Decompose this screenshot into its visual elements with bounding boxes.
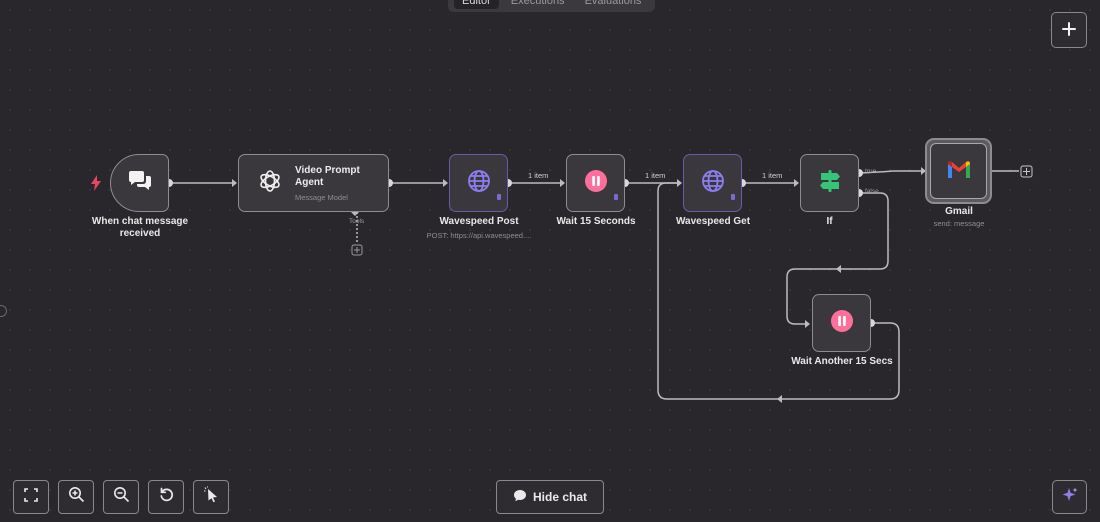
- chat-bubbles-icon: [127, 170, 153, 197]
- reset-zoom-icon: [158, 486, 175, 508]
- zoom-out-button[interactable]: [103, 480, 139, 514]
- hide-chat-button[interactable]: Hide chat: [496, 480, 604, 514]
- tab-editor[interactable]: Editor: [454, 0, 499, 9]
- edge-label-item-count: 1 item: [762, 171, 783, 180]
- video-prompt-agent-node[interactable]: Video Prompt Agent Message Model: [238, 154, 389, 212]
- tidy-up-button[interactable]: [193, 480, 229, 514]
- chat-trigger-node[interactable]: [110, 154, 169, 212]
- wait1-node-label: Wait 15 Seconds: [556, 216, 636, 227]
- reset-zoom-button[interactable]: [148, 480, 184, 514]
- false-port-label: false: [865, 188, 879, 195]
- gmail-node-body: [930, 143, 987, 199]
- openai-icon: [257, 168, 283, 199]
- chat-bubble-icon: [513, 489, 527, 505]
- trigger-bolt-icon: [90, 175, 102, 196]
- post-node-label: Wavespeed Post: [439, 216, 519, 227]
- wait-another-15-node[interactable]: [812, 294, 871, 352]
- tab-executions[interactable]: Executions: [510, 0, 565, 7]
- wavespeed-get-node[interactable]: [683, 154, 742, 212]
- agent-node-title: Video Prompt Agent: [295, 164, 360, 188]
- view-tabs: Editor Executions Evaluations: [448, 0, 656, 12]
- tab-evaluations[interactable]: Evaluations: [584, 0, 642, 7]
- node-status-icon: [730, 188, 736, 206]
- globe-icon: [467, 169, 491, 198]
- ai-assistant-button[interactable]: [1052, 480, 1087, 514]
- wait-15-node[interactable]: [566, 154, 625, 212]
- pause-icon: [584, 169, 608, 198]
- zoom-in-icon: [68, 486, 85, 508]
- tidy-up-icon: [203, 486, 220, 508]
- true-port-label: true: [865, 168, 877, 175]
- wavespeed-post-node[interactable]: [449, 154, 508, 212]
- sparkles-icon: [1061, 484, 1079, 510]
- fit-view-icon: [23, 487, 39, 508]
- edge-label-item-count: 1 item: [528, 171, 549, 180]
- gmail-node[interactable]: [925, 138, 992, 204]
- agent-node-subtitle: Message Model: [295, 192, 348, 202]
- hide-chat-label: Hide chat: [532, 490, 587, 504]
- tools-port-label: Tools: [349, 218, 365, 225]
- node-status-icon: [496, 188, 502, 206]
- trigger-node-label: When chat message received: [91, 216, 189, 239]
- add-node-button[interactable]: [1051, 12, 1087, 48]
- signpost-icon: [817, 168, 843, 199]
- edge-if-true-gmail: [858, 170, 925, 174]
- node-status-icon: [613, 188, 619, 206]
- post-node-subtitle: POST: https://api.wavespeed....: [426, 231, 532, 240]
- gmail-icon: [946, 159, 972, 184]
- if-node[interactable]: [800, 154, 859, 212]
- fit-view-button[interactable]: [13, 480, 49, 514]
- plus-icon: [1061, 17, 1077, 43]
- wait2-node-label: Wait Another 15 Secs: [791, 356, 893, 367]
- get-node-label: Wavespeed Get: [675, 216, 751, 227]
- globe-icon: [701, 169, 725, 198]
- edge-label-item-count: 1 item: [645, 171, 666, 180]
- zoom-out-icon: [113, 486, 130, 508]
- gmail-node-subtitle: send: message: [933, 219, 985, 228]
- pause-icon: [830, 309, 854, 338]
- zoom-in-button[interactable]: [58, 480, 94, 514]
- if-node-label: If: [826, 216, 833, 227]
- gmail-node-label: Gmail: [945, 206, 973, 217]
